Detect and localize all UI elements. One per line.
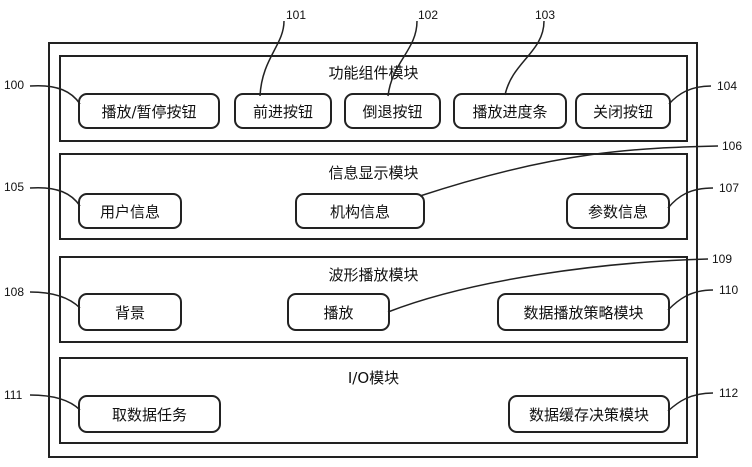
ref-106: 106 — [722, 139, 742, 153]
cache-decision-box: 数据缓存决策模块 — [508, 395, 670, 433]
play-pause-button-box: 播放/暂停按钮 — [78, 93, 220, 129]
ref-105: 105 — [4, 180, 24, 194]
fetch-task-box: 取数据任务 — [78, 395, 221, 433]
forward-button-box: 前进按钮 — [234, 93, 332, 129]
user-info-box: 用户信息 — [78, 193, 182, 229]
close-button-box: 关闭按钮 — [575, 93, 671, 129]
data-play-strategy-box: 数据播放策略模块 — [497, 293, 670, 331]
ref-112: 112 — [719, 386, 738, 400]
info-display-title: 信息显示模块 — [61, 162, 686, 183]
function-components-title: 功能组件模块 — [61, 62, 686, 83]
play-box: 播放 — [287, 293, 390, 331]
ref-110: 110 — [719, 283, 738, 297]
ref-104: 104 — [717, 79, 737, 93]
ref-102: 102 — [418, 8, 438, 22]
io-title: I/O模块 — [61, 367, 686, 388]
backward-button-box: 倒退按钮 — [344, 93, 441, 129]
ref-100: 100 — [4, 78, 24, 92]
waveform-playback-title: 波形播放模块 — [61, 264, 686, 285]
ref-111: 111 — [4, 388, 22, 402]
ref-103: 103 — [535, 8, 555, 22]
org-info-box: 机构信息 — [295, 193, 425, 229]
background-box: 背景 — [78, 293, 182, 331]
progress-bar-box: 播放进度条 — [453, 93, 567, 129]
ref-107: 107 — [719, 181, 739, 195]
ref-101: 101 — [286, 8, 306, 22]
ref-109: 109 — [712, 252, 732, 266]
param-info-box: 参数信息 — [566, 193, 670, 229]
ref-108: 108 — [4, 285, 24, 299]
